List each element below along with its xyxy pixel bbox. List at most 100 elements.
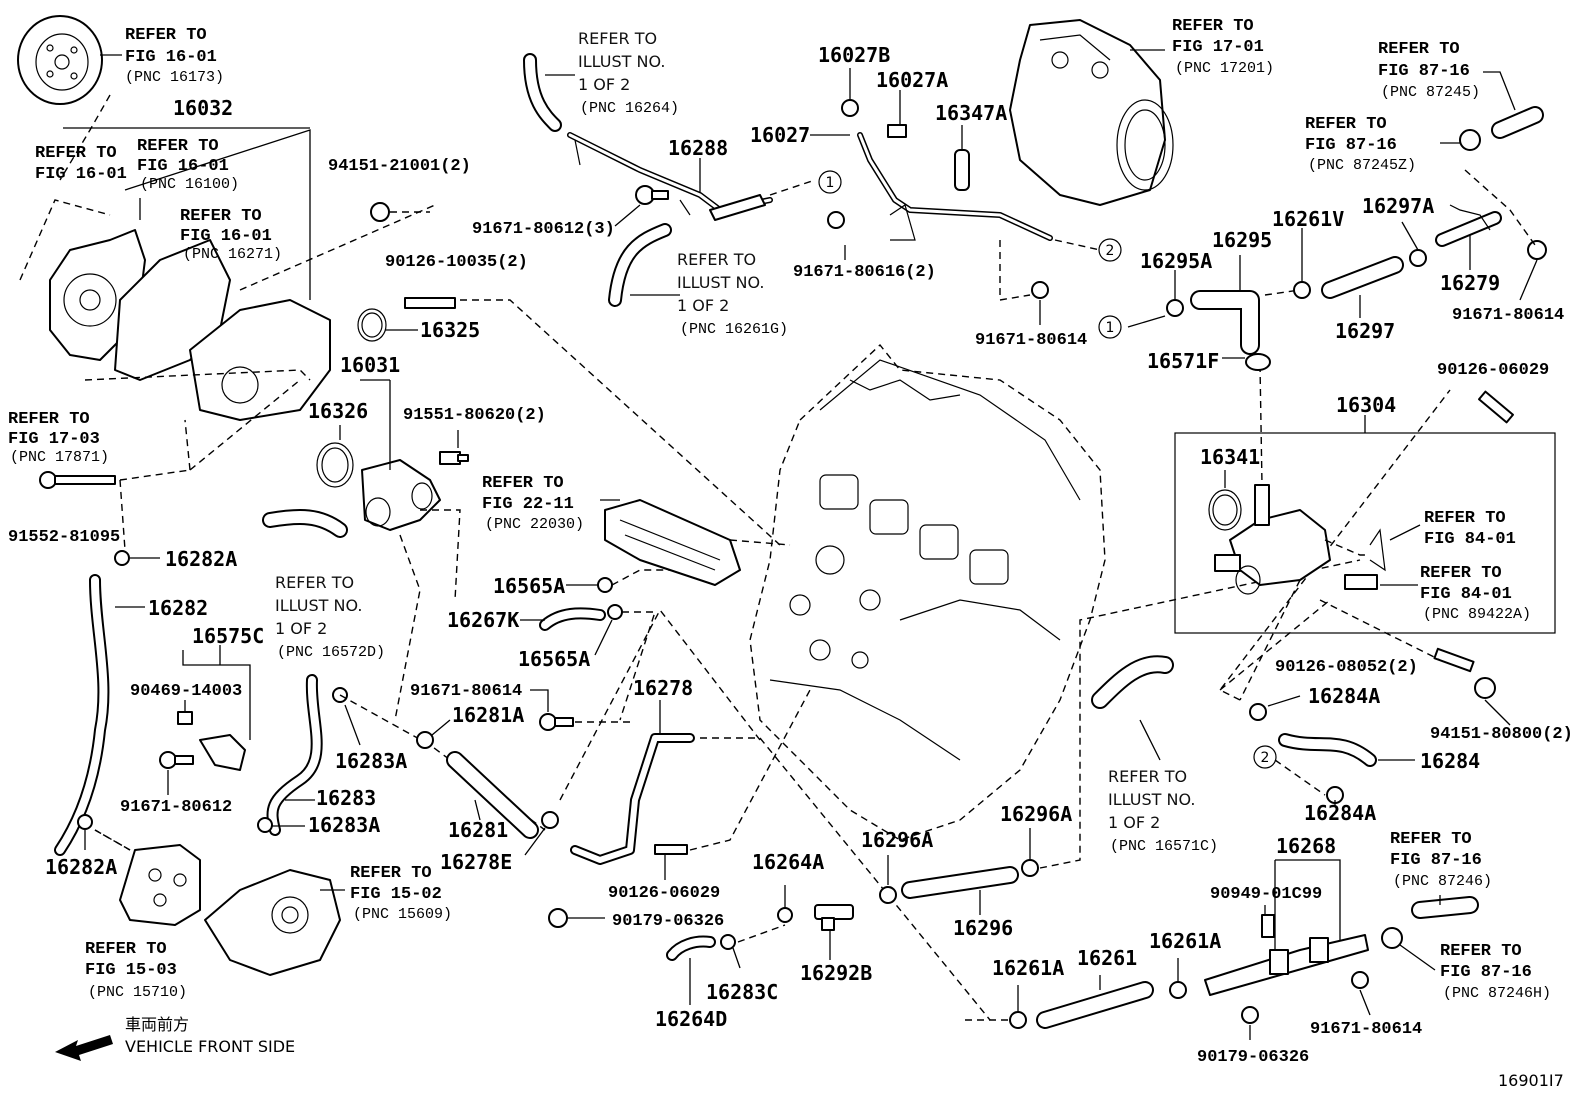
part-number-label: 16281A (452, 703, 524, 727)
svg-text:REFER TO: REFER TO (275, 573, 354, 592)
bracket-icon (177, 711, 246, 771)
nut-icon (548, 908, 568, 928)
part-number-label: 16027B (818, 43, 890, 67)
part-number-label: 16278E (440, 850, 512, 874)
svg-text:FIG 84-01: FIG 84-01 (1420, 585, 1512, 604)
figure-id: 16901I7 (1498, 1071, 1564, 1090)
svg-text:REFER TO: REFER TO (1390, 830, 1472, 849)
fastener-label: 90126-10035(2) (385, 253, 528, 272)
svg-text:FIG 16-01: FIG 16-01 (137, 157, 229, 176)
reference-marker (1098, 238, 1122, 262)
svg-text:(PNC 89422A): (PNC 89422A) (1423, 606, 1531, 623)
part-number-label: 16261A (1149, 929, 1221, 953)
stud-bolt-icon (1477, 390, 1515, 424)
part-number-label: 16296A (1000, 802, 1072, 826)
svg-text:ILLUST NO.: ILLUST NO. (275, 596, 362, 615)
refer-label-89422a: REFER TO FIG 84-01 (PNC 89422A) (1420, 564, 1531, 623)
part-number-label: 16288 (668, 136, 728, 160)
part-number-label: 16027A (876, 68, 948, 92)
svg-text:REFER TO: REFER TO (85, 940, 167, 959)
svg-text:FIG 22-11: FIG 22-11 (482, 495, 574, 514)
refer-label-87246h: REFER TO FIG 87-16 (PNC 87246H) (1440, 942, 1551, 1002)
part-number-label: 16264D (655, 1007, 727, 1031)
clamp-icon (720, 934, 736, 950)
part-number-label: 16282 (148, 596, 208, 620)
svg-text:(PNC 16261G): (PNC 16261G) (680, 321, 788, 338)
bolt-icon (1351, 971, 1369, 989)
illust-label-16572d: REFER TO ILLUST NO. 1 OF 2 (PNC 16572D) (275, 573, 385, 661)
fastener-label: 90179-06326 (612, 912, 724, 931)
svg-text:REFER TO: REFER TO (180, 207, 262, 226)
svg-text:1 OF 2: 1 OF 2 (275, 619, 327, 638)
svg-text:REFER TO: REFER TO (1440, 942, 1522, 961)
fastener-label: 91671-80614 (410, 682, 522, 701)
svg-text:REFER TO: REFER TO (1424, 509, 1506, 528)
part-number-label: 16341 (1200, 445, 1260, 469)
part-number-label: 16261V (1272, 207, 1344, 231)
fastener-label: 94151-80800(2) (1430, 725, 1573, 744)
svg-text:(PNC 15710): (PNC 15710) (88, 984, 187, 1001)
part-number-label: 16292B (800, 961, 872, 985)
clip-icon (1369, 528, 1386, 572)
fastener-label: 90126-06029 (1437, 361, 1549, 380)
svg-text:FIG 16-01: FIG 16-01 (35, 165, 127, 184)
part-number-label: 16282A (45, 855, 117, 879)
part-number-label: 16283 (316, 786, 376, 810)
clamp-icon (77, 814, 93, 830)
svg-text:FIG 16-01: FIG 16-01 (125, 48, 217, 67)
svg-text:(PNC 22030): (PNC 22030) (485, 516, 584, 533)
water-pump-pulley (17, 15, 103, 105)
svg-text:FIG 17-03: FIG 17-03 (8, 430, 100, 449)
svg-text:1 OF 2: 1 OF 2 (578, 75, 630, 94)
part-number-label: 16347A (935, 101, 1007, 125)
part-number-label: 16283A (335, 749, 407, 773)
part-number-label: 16267K (447, 608, 519, 632)
engine-block-illustration (749, 343, 1106, 841)
svg-text:(PNC 16264): (PNC 16264) (580, 100, 679, 117)
refer-label-87246: REFER TO FIG 87-16 (PNC 87246) (1390, 830, 1492, 890)
clamp-icon (1166, 299, 1184, 317)
fastener-label: 91671-80614 (1310, 1020, 1422, 1039)
part-number-label: 16283A (308, 813, 380, 837)
svg-text:FIG 15-02: FIG 15-02 (350, 885, 442, 904)
clamp-icon (416, 731, 434, 749)
part-number-label: 16296 (953, 916, 1013, 940)
part-number-label: 16326 (308, 399, 368, 423)
svg-text:(PNC 16571C): (PNC 16571C) (1110, 838, 1218, 855)
fastener-label: 90949-01C99 (1210, 885, 1322, 904)
svg-text:(PNC 16271): (PNC 16271) (183, 246, 282, 263)
refer-label-17201: REFER TO FIG 17-01 (PNC 17201) (1172, 17, 1274, 77)
bolt-icon (1527, 240, 1547, 260)
turbocharger (1009, 19, 1174, 206)
part-number-label: 16278 (633, 676, 693, 700)
stud-bolt-icon (654, 844, 688, 855)
part-number-label: 16031 (340, 353, 400, 377)
svg-text:ILLUST NO.: ILLUST NO. (1108, 790, 1195, 809)
illust-label-16571c: REFER TO ILLUST NO. 1 OF 2 (PNC 16571C) (1108, 767, 1218, 855)
part-number-label: 16261 (1077, 946, 1137, 970)
part-number-label: 16297A (1362, 194, 1434, 218)
svg-text:REFER TO: REFER TO (8, 410, 90, 429)
clamp-icon (1169, 981, 1187, 999)
refer-label-fig84-01: REFER TO FIG 84-01 (1424, 509, 1516, 549)
vehicle-front-label-jp: 車両前方 (125, 1015, 189, 1034)
svg-text:REFER TO: REFER TO (677, 250, 756, 269)
part-number-label: 16279 (1440, 271, 1500, 295)
nut-icon (370, 202, 390, 222)
valve-icon (814, 904, 854, 931)
clamp-icon (1249, 703, 1267, 721)
stud-bolt-icon (1433, 647, 1475, 673)
part-number-label: 16295A (1140, 249, 1212, 273)
svg-text:(PNC 87246H): (PNC 87246H) (1443, 985, 1551, 1002)
bolt-icon (439, 451, 469, 465)
reference-marker (1253, 745, 1277, 769)
bypass-pipe (1204, 934, 1369, 996)
bolt-icon (827, 211, 845, 229)
svg-text:REFER TO: REFER TO (482, 474, 564, 493)
svg-text:(PNC 16173): (PNC 16173) (125, 69, 224, 86)
vehicle-front-arrow-icon (55, 1035, 113, 1061)
svg-text:(PNC 17871): (PNC 17871) (10, 449, 109, 466)
water-outlet-housing (361, 459, 441, 531)
refer-label-fig16-01: REFER TO FIG 16-01 (35, 144, 127, 184)
